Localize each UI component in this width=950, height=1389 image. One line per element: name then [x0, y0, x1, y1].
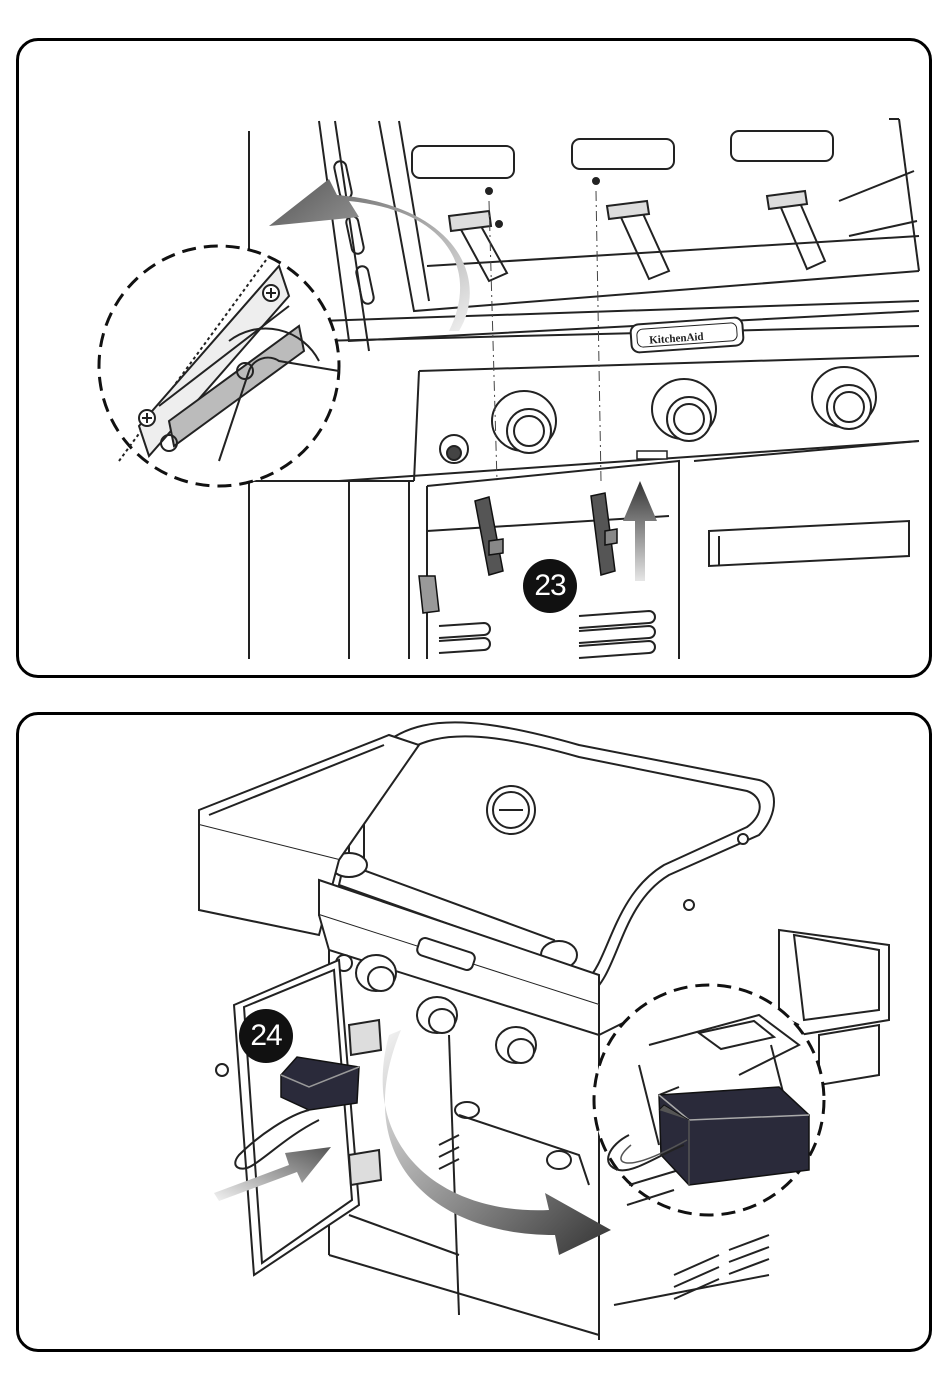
step-24-badge: 24 [239, 1009, 293, 1063]
sweep-arrow [383, 1030, 611, 1255]
detail-callout-basket [594, 985, 824, 1215]
step-23-illustration: KitchenAid [19, 41, 929, 675]
detail-callout [99, 246, 339, 486]
step-23-panel: KitchenAid [16, 38, 932, 678]
burner-tubes [427, 178, 919, 281]
heat-tents [412, 131, 833, 178]
open-door [216, 960, 381, 1275]
drip-cup-installed [659, 1087, 809, 1185]
knob-3 [812, 367, 876, 429]
knob-1 [492, 391, 556, 453]
step-24-panel: 24 [16, 712, 932, 1352]
brand-logo: KitchenAid [630, 317, 744, 353]
step-24-illustration [19, 715, 929, 1349]
upward-arrow [623, 481, 657, 581]
door-brackets [419, 493, 617, 613]
door-slot [637, 451, 667, 459]
knob-2 [652, 379, 716, 441]
igniter-button [440, 435, 468, 463]
step-23-badge: 23 [523, 559, 577, 613]
